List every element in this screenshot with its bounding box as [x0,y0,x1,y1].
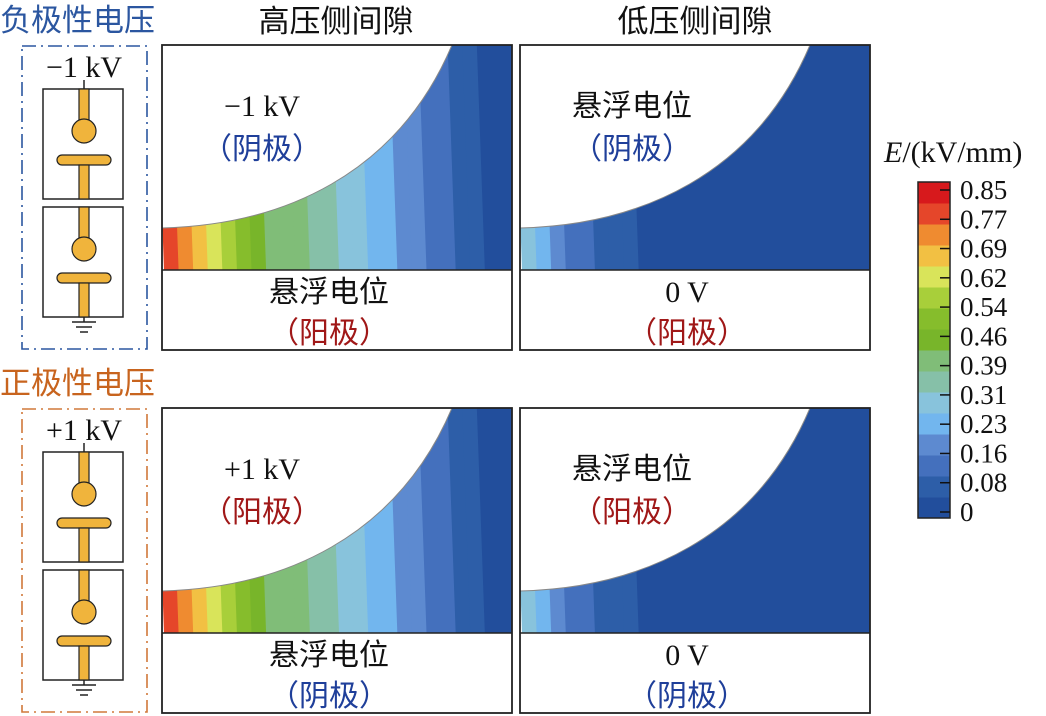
circuit-diagram [42,443,124,696]
colorbar-segment [918,224,950,246]
sphere-electrode [71,481,97,507]
panel-frame [161,44,513,351]
colorbar-segment [918,203,950,225]
upper-electrode-role: （阴极） [572,133,692,166]
upper-electrode-label: 悬浮电位 [572,453,692,486]
colorbar-segment [918,455,950,477]
lower-electrode-label: 悬浮电位 [269,276,389,309]
upper-electrode-role: （阳极） [202,496,322,529]
panel-frame [161,407,513,714]
plate-electrode [56,635,112,647]
lower-electrode-label: 0 V [665,639,709,672]
lower-electrode-role: （阳极） [269,317,389,350]
field-panel: 悬浮电位 （阴极） 0 V （阳极） [519,44,871,351]
plate-electrode [56,272,112,284]
plate-electrode [56,517,112,529]
colorbar-segment [918,329,950,351]
upper-electrode-label: +1 kV [224,453,300,486]
colorbar-tick-label: 0.31 [960,380,1007,410]
lower-electrode-role: （阴极） [627,680,747,713]
colorbar-tick-label: 0.39 [960,351,1007,381]
row-0: 负极性电压 −1 kV −1 kV （阴极） 悬浮电位 （阳极） 悬浮电位 （阴极） 0 V （阳… [0,3,871,351]
lower-electrode-role: （阳极） [627,317,747,350]
circuit-diagram [42,80,124,333]
panel-frame [519,44,871,351]
colorbar-segment [918,287,950,309]
colorbar-segment [918,350,950,372]
field-panel: −1 kV （阴极） 悬浮电位 （阳极） [161,44,513,351]
colorbar-tick-label: 0.77 [960,204,1007,234]
circuit-box [21,408,148,713]
panel-frame [519,407,871,714]
colorbar-segment [918,497,950,519]
upper-electrode-label: 悬浮电位 [572,90,692,123]
field-band [849,45,870,270]
column-header-high: 高压侧间隙 [259,4,414,39]
sphere-electrode [71,599,97,625]
plate-electrode [56,154,112,166]
circuit-box [21,45,148,350]
colorbar-tick-label: 0.46 [960,321,1007,351]
upper-electrode-label: −1 kV [224,90,300,123]
field-contour [520,408,870,633]
source-voltage: +1 kV [46,414,122,447]
colorbar-segment [918,371,950,393]
row-title: 负极性电压 [0,3,155,38]
upper-electrode-role: （阴极） [202,133,322,166]
row-1: 正极性电压 +1 kV +1 kV （阳极） 悬浮电位 （阴极） 悬浮电位 （阳极） 0 V （阴… [0,366,871,714]
colorbar-segment [918,413,950,435]
colorbar-tick-label: 0.85 [960,175,1007,205]
colorbar-segment [918,266,950,288]
field-band [491,408,512,633]
upper-electrode-role: （阳极） [572,496,692,529]
colorbar-segment [918,182,950,204]
sphere-electrode [71,118,97,144]
field-panel: 悬浮电位 （阳极） 0 V （阴极） [519,407,871,714]
field-band [491,45,512,270]
row-title: 正极性电压 [0,366,155,401]
lower-electrode-label: 悬浮电位 [269,639,389,672]
colorbar-tick-label: 0.54 [960,292,1008,322]
field-contour [520,45,870,270]
field-band [849,408,870,633]
colorbar-segment [918,434,950,456]
colorbar: E/(kV/mm) 0.850.770.690.620.540.460.390.3… [883,136,1022,527]
colorbar-tick-label: 0.23 [960,409,1007,439]
colorbar-segment [918,245,950,267]
source-voltage: −1 kV [46,51,122,84]
sphere-electrode [71,236,97,262]
colorbar-tick-label: 0 [960,497,974,527]
colorbar-label: E/(kV/mm) [883,136,1022,169]
colorbar-tick-label: 0.62 [960,263,1007,293]
lower-electrode-role: （阴极） [269,680,389,713]
lower-electrode-label: 0 V [665,276,709,309]
colorbar-unit: /(kV/mm) [902,136,1022,169]
colorbar-segment [918,476,950,498]
column-header-low: 低压侧间隙 [618,4,773,39]
colorbar-segment [918,308,950,330]
colorbar-tick-label: 0.16 [960,438,1007,468]
colorbar-segment [918,392,950,414]
field-panel: +1 kV （阳极） 悬浮电位 （阴极） [161,407,513,714]
colorbar-tick-label: 0.69 [960,234,1007,264]
colorbar-symbol: E [883,136,902,169]
colorbar-tick-label: 0.08 [960,468,1007,498]
